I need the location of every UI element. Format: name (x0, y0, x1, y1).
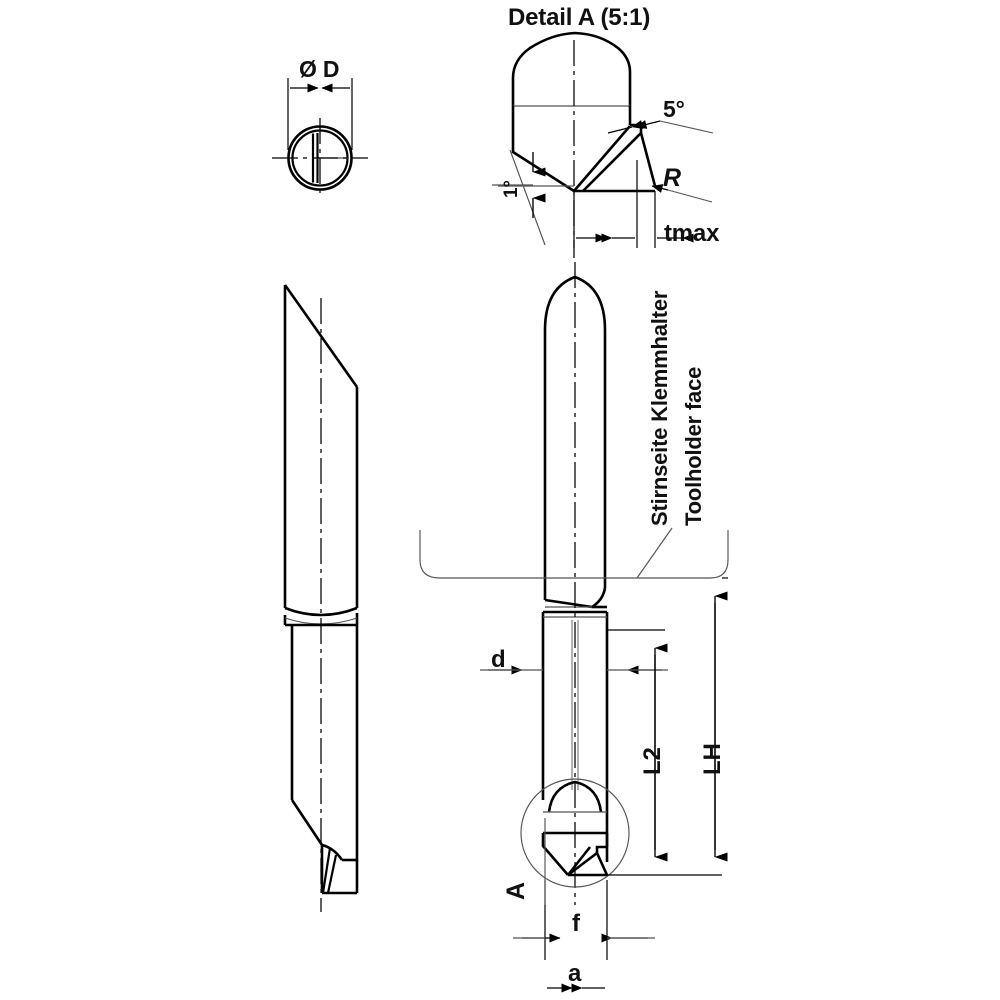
dimension-label-d: d (491, 646, 506, 673)
detail-a-view (492, 31, 714, 258)
dimension-label-lh: LH (699, 743, 726, 775)
dimension-f (513, 880, 655, 960)
toolholder-face-bracket (419, 527, 729, 579)
diameter-label: Ø D (299, 56, 340, 82)
dimension-label-l2: L2 (639, 747, 666, 775)
dimension-label-a: a (568, 960, 582, 987)
dimension-label-f: f (572, 910, 580, 937)
end-view-diameter (272, 78, 368, 198)
clearance-angle-label: 1° (501, 180, 522, 198)
detail-marker-a: A (502, 882, 530, 900)
dimension-lh (665, 577, 728, 876)
toolholder-face-label-en: Toolholder face (681, 366, 706, 526)
dimension-l2 (607, 629, 668, 876)
detail-a-title: Detail A (5:1) (508, 4, 651, 31)
tmax-label: tmax (664, 220, 720, 247)
front-view-tool (520, 262, 630, 905)
toolholder-face-label-de: Stirnseite Klemmhalter (647, 290, 672, 526)
corner-radius-label: R (663, 164, 681, 192)
side-view-tool (283, 284, 359, 912)
rake-angle-label: 5° (663, 96, 685, 122)
